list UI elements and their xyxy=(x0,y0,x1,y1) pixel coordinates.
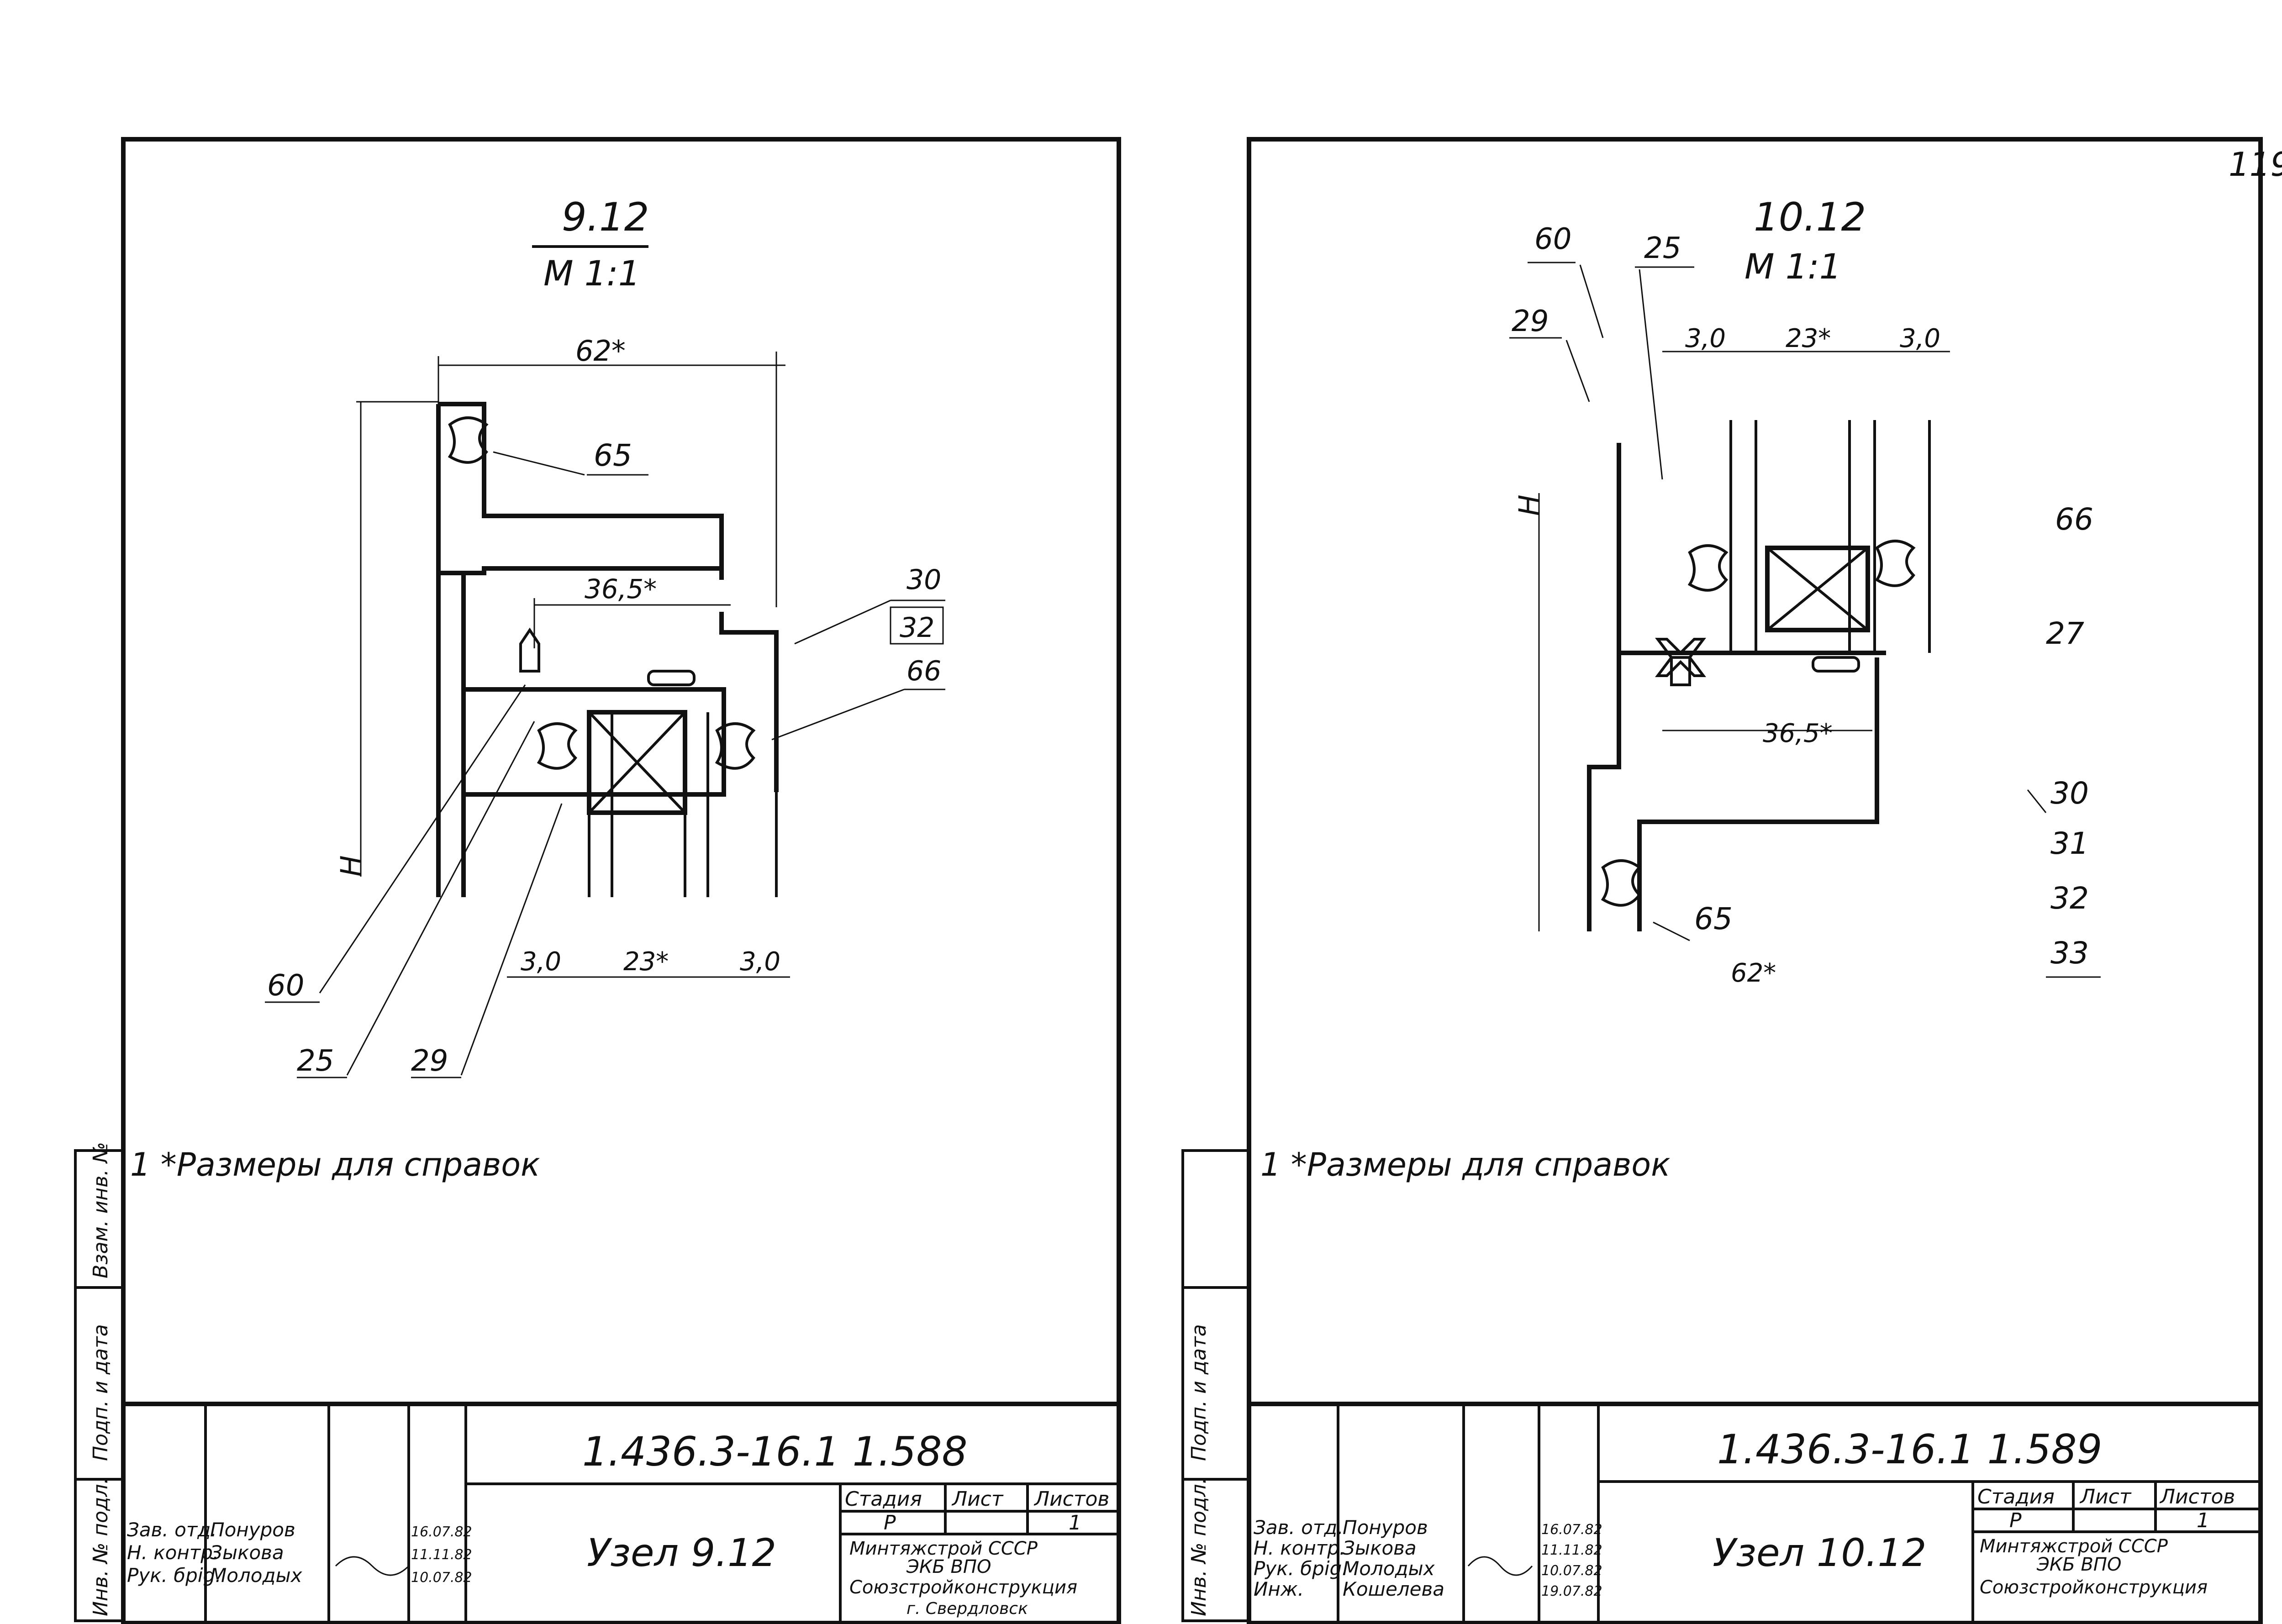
right-name-1: Понуров xyxy=(1343,1516,1428,1539)
right-designation: 1.436.3-16.1 1.589 xyxy=(1717,1426,2102,1473)
right-name-2: Зыкова xyxy=(1343,1537,1417,1559)
left-date-2: 11.11.82 xyxy=(411,1547,472,1563)
left-signature-mark xyxy=(335,1556,410,1576)
right-sheets-value: 1 xyxy=(2197,1509,2209,1532)
left-col-sheets: Листов xyxy=(1033,1487,1109,1511)
right-callout-65: 65 xyxy=(1694,901,1733,936)
right-date-2: 11.11.82 xyxy=(1541,1542,1602,1558)
left-role-2: Н. контр. xyxy=(127,1541,219,1564)
left-callout-60: 60 xyxy=(267,969,304,1003)
right-name-4: Кошелева xyxy=(1343,1578,1444,1600)
left-name-3: Молодых xyxy=(210,1564,303,1587)
left-sheet-frame xyxy=(121,137,1121,1624)
right-callout-66: 66 xyxy=(2055,502,2093,537)
right-callout-29: 29 xyxy=(1512,305,1549,338)
right-sheet-frame xyxy=(1247,137,2263,1624)
right-dim-62: 62* xyxy=(1731,958,1776,988)
right-col-sheet: Лист xyxy=(2079,1485,2132,1508)
left-role-1: Зав. отд. xyxy=(127,1519,217,1541)
left-org-1: Минтяжстрой СССР xyxy=(849,1538,1038,1559)
left-date-1: 16.07.82 xyxy=(411,1524,472,1540)
right-title-scale: М 1:1 xyxy=(1744,246,1841,287)
right-side-strip xyxy=(1181,1149,1250,1622)
left-side-strip xyxy=(74,1149,125,1622)
right-callout-32: 32 xyxy=(2050,881,2089,916)
right-dim-36-5: 36,5* xyxy=(1763,719,1833,748)
left-col-stage: Стадия xyxy=(845,1487,922,1511)
left-dim-62: 62* xyxy=(575,334,626,368)
right-date-4: 19.07.82 xyxy=(1541,1583,1602,1599)
right-side-label-2: Подп. и дата xyxy=(1187,1324,1211,1461)
right-role-2: Н. контр. xyxy=(1254,1537,1345,1559)
right-callout-25: 25 xyxy=(1644,231,1681,265)
right-org-2: ЭКБ ВПО xyxy=(2036,1554,2122,1575)
left-title-scale: М 1:1 xyxy=(543,253,640,294)
left-org-3: Союзстройконструкция xyxy=(849,1577,1077,1598)
right-org-1: Минтяжстрой СССР xyxy=(1980,1536,2168,1557)
left-name-1: Понуров xyxy=(210,1519,295,1541)
left-dim-3-0-a: 3,0 xyxy=(521,947,561,977)
right-note: 1 *Размеры для справок xyxy=(1260,1146,1670,1183)
right-sheet: Подп. и дата Инв. № подл. 10.12 М 1:1 60… xyxy=(1181,137,2263,1624)
right-signature-mark xyxy=(1467,1556,1533,1576)
left-col-sheet: Лист xyxy=(951,1487,1004,1511)
left-stage-value: Р xyxy=(884,1511,896,1535)
right-dim-23: 23* xyxy=(1786,324,1831,353)
right-side-label-3: Инв. № подл. xyxy=(1187,1477,1211,1616)
left-sheet: Взам. инв. № Подп. и дата Инв. № подл. 9… xyxy=(74,137,1121,1624)
left-name-2: Зыкова xyxy=(210,1541,284,1564)
right-role-3: Рук. брig. xyxy=(1254,1557,1348,1580)
right-callout-33: 33 xyxy=(2050,936,2089,971)
right-dim-3-0-a: 3,0 xyxy=(1685,324,1726,353)
left-designation: 1.436.3-16.1 1.588 xyxy=(582,1428,967,1475)
left-callout-25: 25 xyxy=(297,1044,334,1078)
left-callout-65: 65 xyxy=(594,438,632,473)
right-dim-3-0-b: 3,0 xyxy=(1900,324,1940,353)
right-col-stage: Стадия xyxy=(1977,1485,2055,1508)
left-dim-23: 23* xyxy=(623,947,669,977)
right-callout-60: 60 xyxy=(1534,222,1571,256)
left-org-4: г. Свердловск xyxy=(906,1599,1028,1618)
right-stage-value: Р xyxy=(2009,1509,2022,1532)
right-stamp-name: Узел 10.12 xyxy=(1713,1530,1926,1575)
right-title-block: 1.436.3-16.1 1.589 Узел 10.12 Стадия Лис… xyxy=(1249,1402,2261,1623)
left-callout-29: 29 xyxy=(411,1044,448,1078)
right-role-4: Инж. xyxy=(1254,1578,1304,1600)
left-sheets-value: 1 xyxy=(1069,1511,1081,1535)
right-callout-31: 31 xyxy=(2050,826,2089,861)
right-org-3: Союзстройконструкция xyxy=(1980,1577,2208,1598)
left-dim-36-5: 36,5* xyxy=(585,573,657,604)
left-date-3: 10.07.82 xyxy=(411,1570,472,1586)
left-title-block: 1.436.3-16.1 1.588 Узел 9.12 Стадия Лист… xyxy=(123,1402,1119,1623)
left-note: 1 *Размеры для справок xyxy=(130,1146,540,1183)
left-role-3: Рук. брig. xyxy=(127,1564,221,1587)
left-callout-32: 32 xyxy=(900,612,934,644)
left-dim-h: Н xyxy=(334,855,368,877)
right-role-1: Зав. отд. xyxy=(1254,1516,1344,1539)
left-stamp-name: Узел 9.12 xyxy=(587,1530,776,1575)
page-number: 119 xyxy=(2229,145,2282,184)
left-side-label-1: Взам. инв. № xyxy=(89,1142,112,1278)
left-callout-30: 30 xyxy=(906,564,941,596)
right-name-3: Молодых xyxy=(1343,1557,1435,1580)
right-col-sheets: Листов xyxy=(2159,1485,2235,1508)
left-callout-66: 66 xyxy=(906,655,941,687)
left-side-label-2: Подп. и дата xyxy=(89,1324,112,1461)
right-date-3: 10.07.82 xyxy=(1541,1563,1602,1579)
right-dim-h: Н xyxy=(1513,494,1546,516)
left-dim-3-0-b: 3,0 xyxy=(740,947,780,977)
right-date-1: 16.07.82 xyxy=(1541,1522,1602,1538)
right-callout-27: 27 xyxy=(2046,616,2084,651)
right-callout-30: 30 xyxy=(2050,776,2089,811)
left-title-number: 9.12 xyxy=(562,194,649,240)
right-title-number: 10.12 xyxy=(1754,194,1866,240)
left-org-2: ЭКБ ВПО xyxy=(906,1556,991,1577)
left-side-label-3: Инв. № подл. xyxy=(89,1477,112,1616)
